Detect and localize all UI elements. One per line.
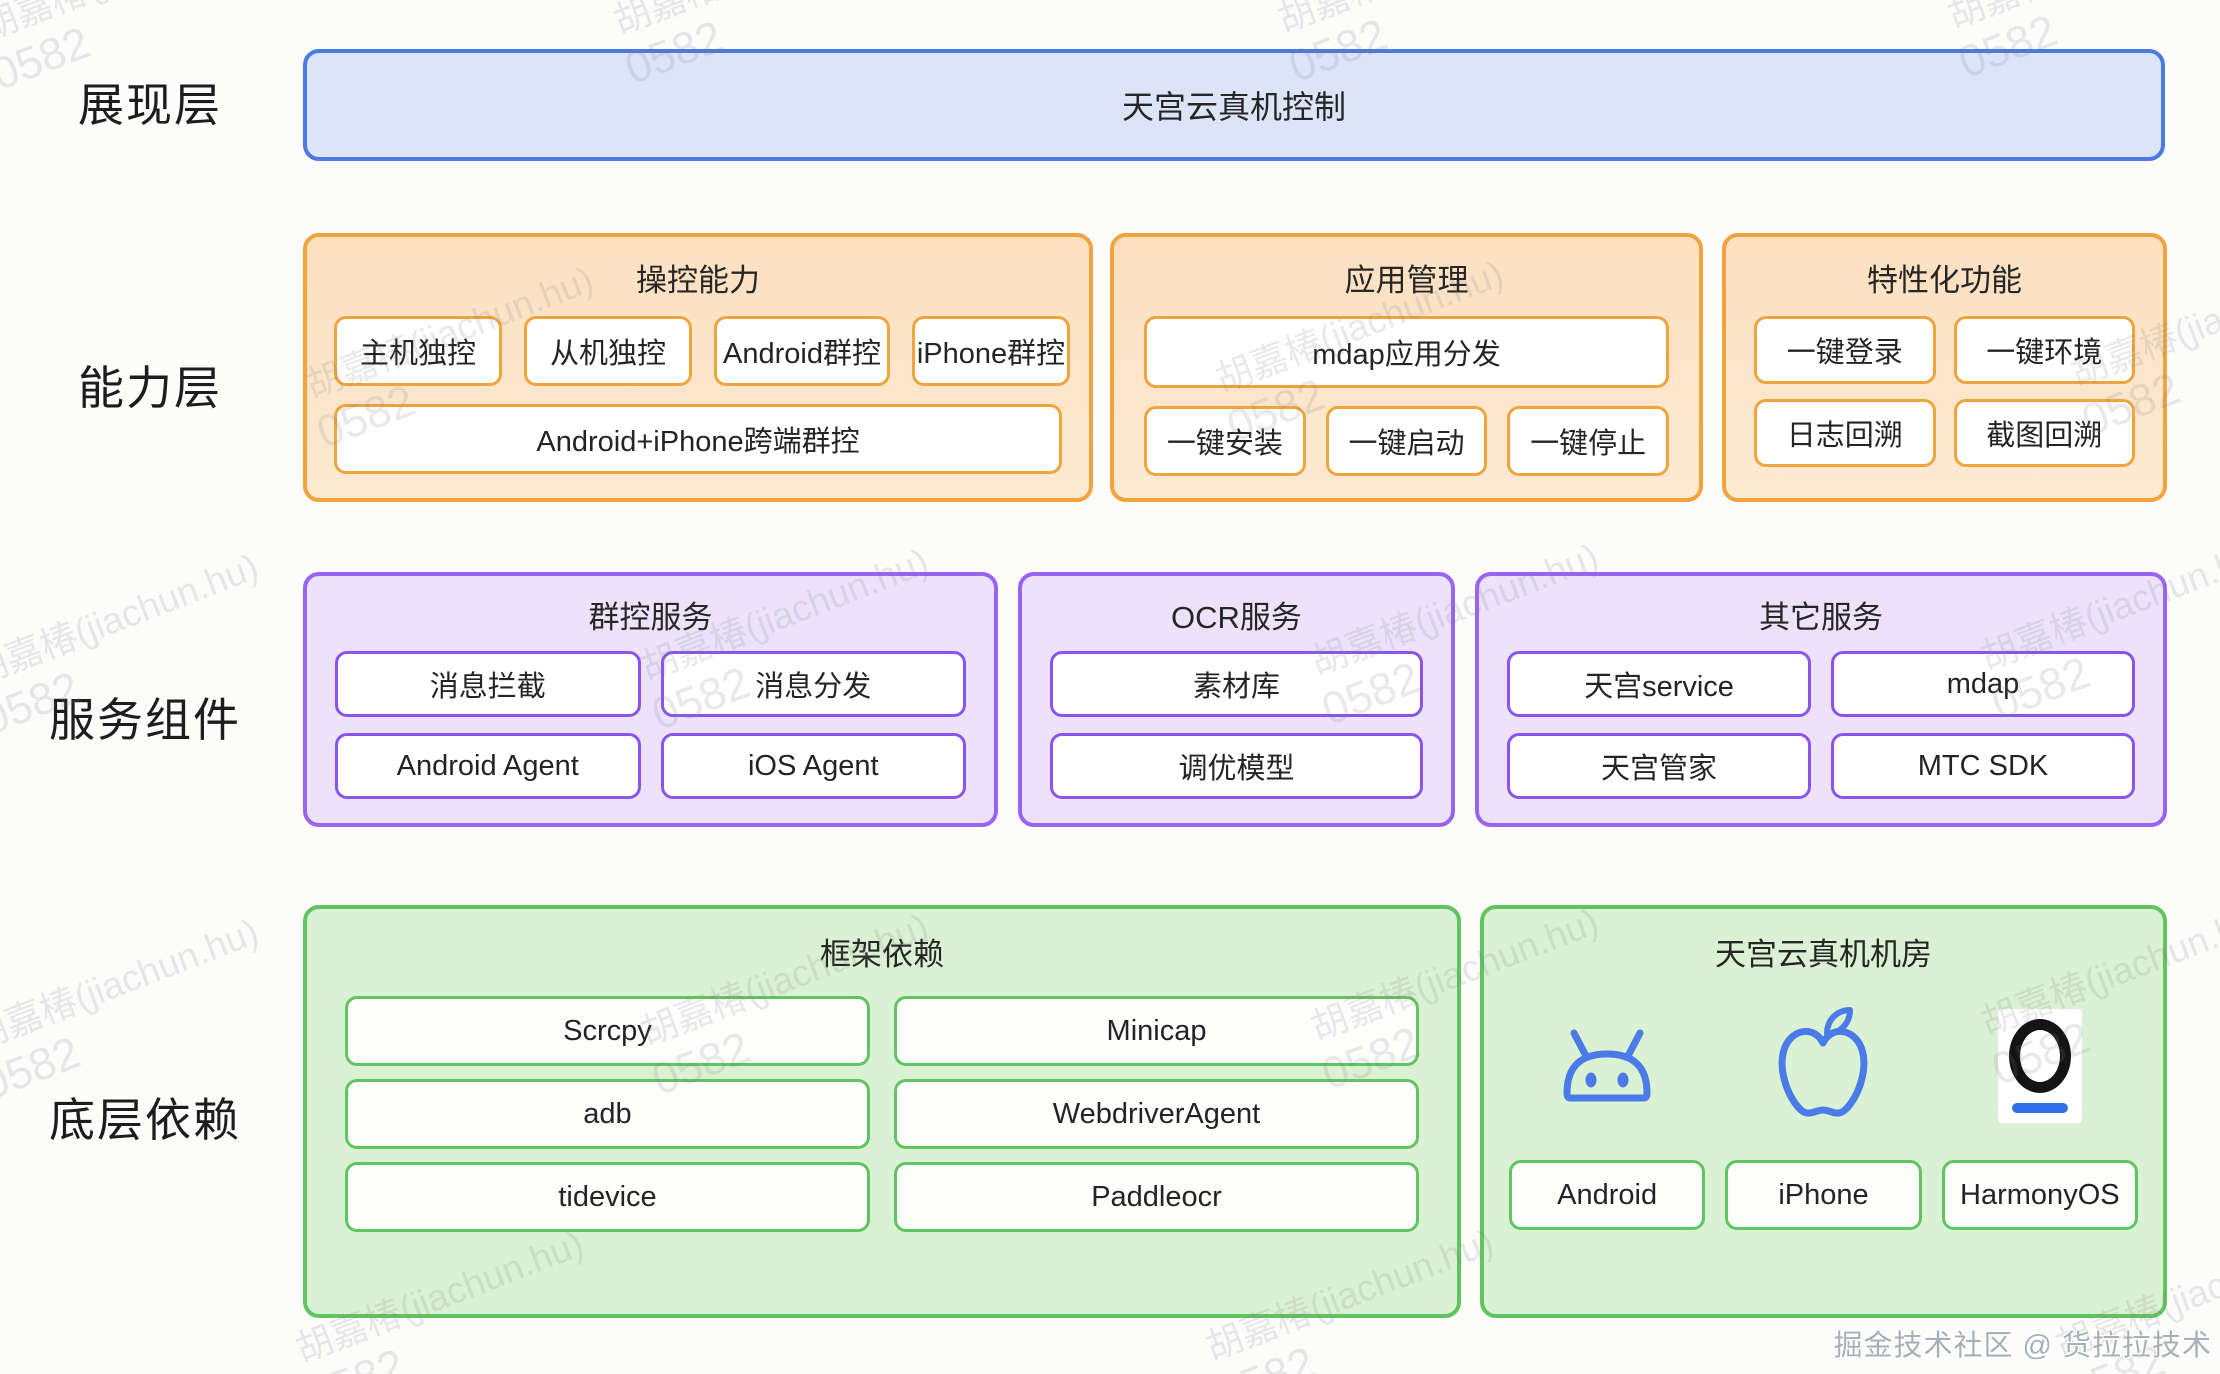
section-title: 群控服务 — [588, 600, 713, 635]
item-box: 一键停止 — [1507, 406, 1669, 476]
item-box: 天宫service — [1507, 651, 1811, 717]
item-box: iOS Agent — [660, 733, 966, 799]
section-other-services: 其它服务 天宫service mdap 天宫管家 MTC SDK — [1475, 572, 2167, 827]
section-framework-dependencies: 框架依赖 Scrcpy Minicap adb WebdriverAgent t… — [303, 905, 1461, 1318]
item-box: mdap — [1831, 651, 2135, 717]
section-title: 框架依赖 — [820, 937, 944, 972]
watermark: 胡嘉椿(jiachun.hu)0582 — [0, 910, 264, 1110]
item-box-wide: Android+iPhone跨端群控 — [334, 404, 1062, 474]
item-box: 一键环境 — [1953, 316, 2135, 384]
item-box: 消息分发 — [660, 651, 966, 717]
item-box: 从机独控 — [524, 316, 692, 386]
layer-label-presentation: 展现层 — [78, 79, 222, 131]
section-control-capability: 操控能力 主机独控 从机独控 Android群控 iPhone群控 Androi… — [303, 233, 1093, 502]
item-box: 主机独控 — [334, 316, 502, 386]
harmonyos-bar — [2011, 1103, 2068, 1113]
item-box: 调优模型 — [1050, 733, 1423, 799]
android-icon — [1547, 1020, 1667, 1113]
apple-icon — [1771, 1003, 1875, 1130]
presentation-box: 天宫云真机控制 — [303, 49, 2165, 161]
section-device-room: 天宫云真机机房 — [1480, 905, 2167, 1318]
section-title: OCR服务 — [1171, 600, 1302, 635]
section-ocr-service: OCR服务 素材库 调优模型 — [1018, 572, 1455, 827]
item-box: 截图回溯 — [1953, 399, 2135, 467]
section-group-control-service: 群控服务 消息拦截 消息分发 Android Agent iOS Agent — [303, 572, 998, 827]
item-box: 一键安装 — [1144, 406, 1306, 476]
item-box: 一键启动 — [1325, 406, 1488, 476]
item-box: Android Agent — [335, 733, 641, 799]
layer-label-services: 服务组件 — [49, 694, 241, 746]
item-box: WebdriverAgent — [894, 1079, 1419, 1149]
item-box: iPhone群控 — [912, 316, 1070, 386]
item-box: adb — [345, 1079, 870, 1149]
presentation-box-title: 天宫云真机控制 — [1121, 89, 1346, 125]
credit-text: 掘金技术社区 @ 货拉拉技术 — [1833, 1330, 2212, 1362]
item-box: Android群控 — [714, 316, 890, 386]
item-box: Minicap — [894, 996, 1419, 1066]
item-box: MTC SDK — [1831, 733, 2135, 799]
section-title: 应用管理 — [1344, 263, 1469, 298]
item-box: Android — [1509, 1160, 1706, 1230]
layer-label-foundation: 底层依赖 — [49, 1094, 241, 1146]
section-title: 其它服务 — [1759, 600, 1883, 635]
item-box: iPhone — [1725, 1160, 1922, 1230]
item-box: HarmonyOS — [1941, 1160, 2138, 1230]
item-box: tidevice — [345, 1162, 870, 1232]
section-app-management: 应用管理 mdap应用分发 一键安装 一键启动 一键停止 — [1110, 233, 1703, 502]
item-box-wide: mdap应用分发 — [1144, 316, 1669, 388]
item-box: Paddleocr — [894, 1162, 1419, 1232]
item-box: 天宫管家 — [1507, 733, 1811, 799]
section-title: 操控能力 — [636, 263, 760, 298]
item-box: 素材库 — [1050, 651, 1423, 717]
section-title: 天宫云真机机房 — [1715, 937, 1932, 972]
harmonyos-ring — [2008, 1019, 2071, 1093]
layer-label-capability: 能力层 — [78, 362, 222, 414]
harmonyos-icon — [1997, 1009, 2082, 1123]
item-box: Scrcpy — [345, 996, 870, 1066]
item-box: 一键登录 — [1754, 316, 1936, 384]
section-title: 特性化功能 — [1867, 263, 2022, 298]
item-box: 日志回溯 — [1754, 399, 1936, 467]
item-box: 消息拦截 — [335, 651, 641, 717]
section-special-features: 特性化功能 一键登录 一键环境 日志回溯 截图回溯 — [1722, 233, 2167, 502]
